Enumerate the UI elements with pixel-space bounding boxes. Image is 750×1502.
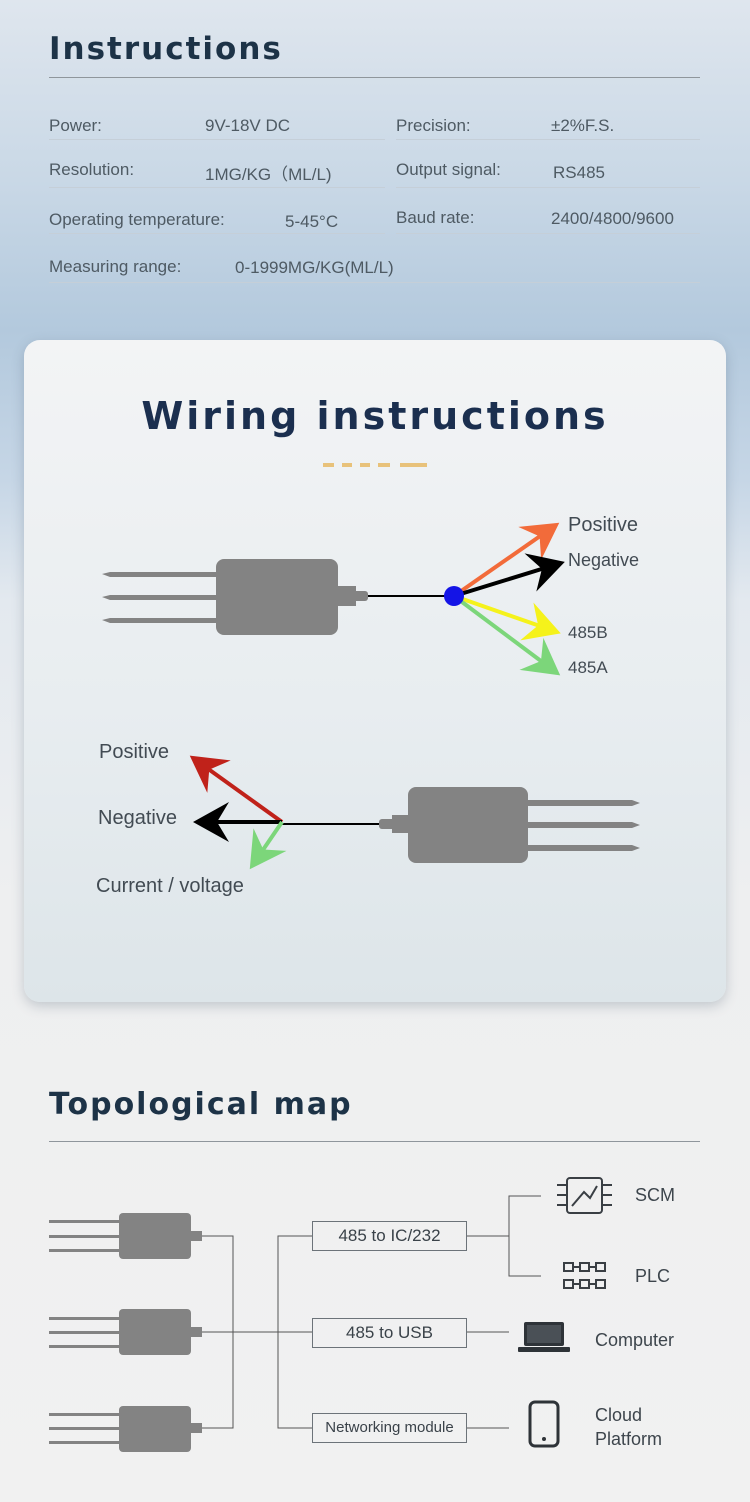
row-divider (49, 187, 385, 188)
converter-485-to-usb: 485 to USB (312, 1318, 467, 1348)
instructions-title-underline (49, 77, 700, 78)
wire-485b (453, 594, 561, 641)
converter-485-to-ic232: 485 to IC/232 (312, 1221, 467, 1251)
plc-icon (563, 1262, 606, 1289)
endpoint-cloud-label: Cloud (595, 1405, 643, 1425)
topo-sensor (49, 1213, 202, 1259)
wire-485a (452, 594, 561, 676)
resolution-value: 1MG/KG（ML/L) (205, 165, 332, 184)
wire-negative (453, 553, 565, 598)
wire-junction (444, 586, 464, 606)
power-label: Power: (49, 116, 102, 135)
sensor-probe-rs485 (102, 559, 368, 635)
endpoint-scm-label: SCM (635, 1185, 675, 1205)
topo-sensor (49, 1406, 202, 1452)
smartphone-icon (528, 1400, 560, 1448)
wire-label-485a: 485A (568, 658, 608, 677)
measuring-range-label: Measuring range: (49, 257, 182, 276)
wiring-card (24, 340, 726, 1002)
baud-rate-label: Baud rate: (396, 208, 475, 227)
resolution-label: Resolution: (49, 160, 135, 179)
wire-label-negative: Negative (98, 807, 177, 829)
wire-label-negative: Negative (568, 550, 640, 570)
power-value: 9V-18V DC (205, 116, 291, 135)
wire-positive (189, 755, 284, 824)
scm-icon (557, 1177, 612, 1214)
endpoint-platform-label: Platform (595, 1429, 663, 1449)
wire-current-voltage (249, 820, 287, 870)
wire-positive (452, 522, 560, 598)
computer-icon (518, 1322, 570, 1352)
operating-temperature-value: 5-45°C (285, 212, 339, 231)
wire-label-485b: 485B (568, 623, 608, 642)
endpoint-computer-label: Computer (595, 1330, 675, 1350)
wiring-title: Wiring instructions (141, 394, 609, 438)
row-divider (49, 139, 385, 140)
baud-rate-value: 2400/4800/9600 (551, 209, 674, 228)
output-signal-value: RS485 (553, 163, 605, 182)
topo-sensor (49, 1309, 202, 1355)
precision-label: Precision: (396, 116, 471, 135)
row-divider (49, 233, 385, 234)
endpoint-plc-label: PLC (635, 1266, 671, 1286)
topology-title: Topological map (49, 1087, 353, 1122)
precision-value: ±2%F.S. (551, 116, 615, 135)
topology-title-underline (49, 1141, 700, 1142)
instructions-title: Instructions (49, 31, 283, 67)
wire-label-positive: Positive (99, 741, 170, 763)
networking-module: Networking module (312, 1413, 467, 1443)
row-divider (49, 282, 700, 283)
wire-label-positive: Positive (568, 514, 639, 536)
operating-temperature-label: Operating temperature: (49, 210, 225, 229)
sensor-probe-analog (379, 787, 640, 863)
row-divider (396, 139, 700, 140)
measuring-range-value: 0-1999MG/KG(ML/L) (235, 258, 394, 277)
row-divider (396, 187, 700, 188)
wire-label-current-voltage: Current / voltage (96, 875, 244, 897)
output-signal-label: Output signal: (396, 160, 501, 179)
topo-bus-lines (202, 1195, 541, 1429)
row-divider (396, 233, 700, 234)
